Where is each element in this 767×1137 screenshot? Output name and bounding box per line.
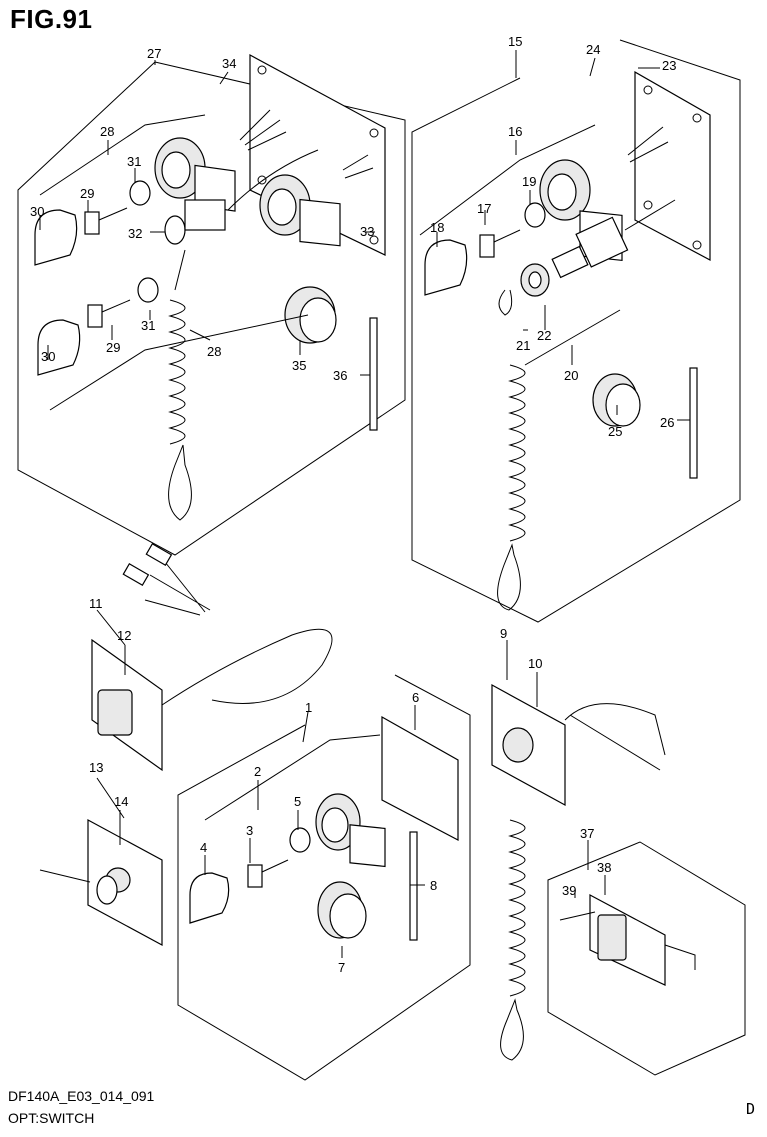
callout-29b: 29	[106, 340, 120, 355]
callout-4: 4	[200, 840, 207, 855]
cap-19	[524, 202, 546, 228]
assembly-box-27	[17, 61, 406, 556]
assembly-box-1	[177, 674, 471, 1081]
callout-6: 6	[412, 690, 419, 705]
cable-band-36	[369, 317, 378, 431]
callout-24: 24	[586, 42, 600, 57]
callout-28: 28	[100, 124, 114, 139]
callout-26: 26	[660, 415, 674, 430]
callout-18: 18	[430, 220, 444, 235]
callout-10: 10	[528, 656, 542, 671]
callout-9: 9	[500, 626, 507, 641]
key-29-upper	[84, 207, 128, 235]
key-switch-28-lower	[259, 154, 374, 247]
callout-30b: 30	[41, 349, 55, 364]
callout-16: 16	[508, 124, 522, 139]
nut-22	[520, 263, 550, 297]
cable-band-26	[689, 367, 698, 479]
cable-band-8	[409, 831, 418, 941]
key-cover-30-lower	[37, 319, 81, 376]
cap-31-lower	[137, 277, 159, 303]
callout-15: 15	[508, 34, 522, 49]
callout-38: 38	[597, 860, 611, 875]
key-3	[247, 859, 289, 888]
callout-7: 7	[338, 960, 345, 975]
key-17	[479, 229, 521, 258]
callout-22: 22	[537, 328, 551, 343]
page-corner-letter: D	[745, 1100, 755, 1118]
callout-labels: 27 34 28 31 29 30 32 33 31 29 28 30 35 3…	[30, 34, 676, 975]
cap-5	[289, 827, 311, 853]
callout-2: 2	[254, 764, 261, 779]
assembly-box-37	[547, 841, 746, 1076]
switch-panel-14	[39, 818, 163, 947]
callout-20: 20	[564, 368, 578, 383]
cap-31-upper	[129, 180, 151, 206]
callout-3: 3	[246, 823, 253, 838]
panel-6	[381, 715, 459, 841]
stop-switch-20	[551, 199, 676, 279]
callout-23: 23	[662, 58, 676, 73]
key-cover-30-upper	[34, 209, 78, 266]
figure-title: FIG.91	[10, 4, 93, 34]
diagram-code: DF140A_E03_014_091	[8, 1088, 155, 1104]
callout-36: 36	[333, 368, 347, 383]
callout-32: 32	[128, 226, 142, 241]
callout-19: 19	[522, 174, 536, 189]
callout-25: 25	[608, 424, 622, 439]
callout-28b: 28	[207, 344, 221, 359]
cap-25	[592, 373, 641, 427]
key-29-lower	[87, 299, 131, 328]
callout-21: 21	[516, 338, 530, 353]
stop-switch-32	[164, 149, 319, 245]
cap-35	[284, 286, 337, 344]
callout-34: 34	[222, 56, 236, 71]
callout-37: 37	[580, 826, 594, 841]
switch-panel-12	[91, 542, 333, 772]
lanyard-cord-right	[497, 289, 526, 611]
key-cover-18	[424, 239, 468, 296]
callout-11: 11	[89, 596, 103, 611]
callout-8: 8	[430, 878, 437, 893]
callout-14: 14	[114, 794, 128, 809]
callout-12: 12	[117, 628, 131, 643]
panel-23	[634, 70, 711, 261]
key-switch-28-upper	[154, 109, 287, 212]
leader-lines	[39, 50, 690, 958]
key-cover-4	[189, 872, 230, 924]
callout-35: 35	[292, 358, 306, 373]
lanyard-cord-left	[168, 249, 192, 521]
callout-31: 31	[127, 154, 141, 169]
callout-33: 33	[360, 224, 374, 239]
diagram-caption: OPT:SWITCH	[8, 1110, 95, 1126]
callout-29: 29	[80, 186, 94, 201]
callout-13: 13	[89, 760, 103, 775]
callout-1: 1	[305, 700, 312, 715]
callout-17: 17	[477, 201, 491, 216]
stop-switch-panel-10	[491, 683, 666, 1061]
callout-30: 30	[30, 204, 44, 219]
cap-7	[317, 881, 367, 939]
callout-5: 5	[294, 794, 301, 809]
callout-39: 39	[562, 883, 576, 898]
callout-31b: 31	[141, 318, 155, 333]
callout-27: 27	[147, 46, 161, 61]
key-switch-2	[315, 793, 386, 868]
assembly-box-15	[411, 39, 741, 623]
